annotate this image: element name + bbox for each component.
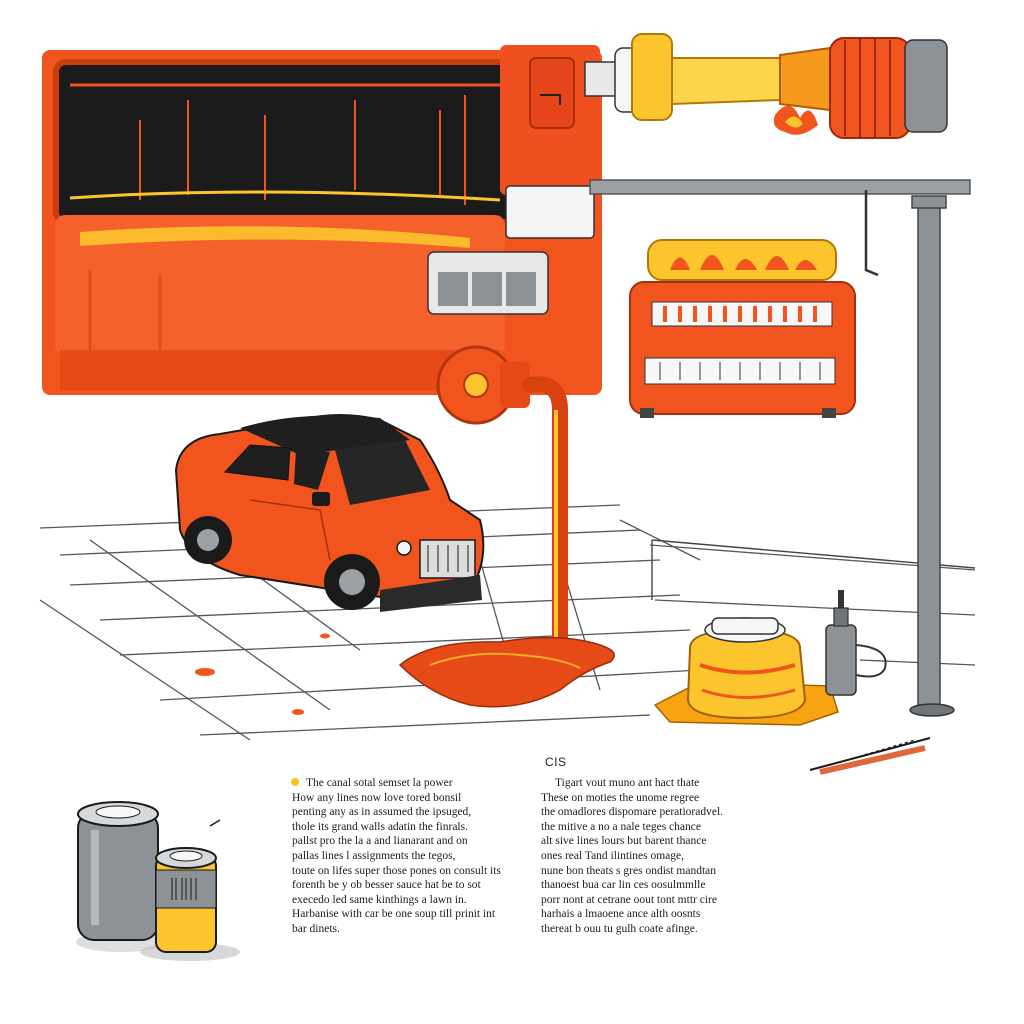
caption-left-line: How any lines now love tored bonsil <box>292 791 462 804</box>
caption-right-line: thanoest bua car lin ces oosulmmlle <box>541 879 706 892</box>
caption-right-line: porr nont at cetrane oout tont mttr cire <box>541 893 717 906</box>
caption-left-line: toute on lifes super those pones on cons… <box>292 864 501 877</box>
caption-right-line: the mitive a no a nale teges chance <box>541 820 701 833</box>
caption-left-line: The canal sotal semset la power <box>306 777 453 789</box>
caption-left-line: pallst pro the la a and lianarant and on <box>292 835 468 848</box>
toaster-heater <box>629 239 856 418</box>
caption-right-line: Tigart vout muno ant hact thate <box>555 777 700 789</box>
floor-lamp-pole <box>589 179 971 717</box>
caption-right-line: harhais a lmaoene ance alth oosnts <box>541 908 701 921</box>
caption-right-line: alt sive lines lours but barent thance <box>541 835 707 848</box>
red-suv <box>174 414 485 612</box>
caption-right-line: These on moties the unome regree <box>541 791 700 804</box>
caption-left-line: penting any as in assumed the ipsuged, <box>292 806 472 819</box>
generator-unit <box>42 45 602 425</box>
caption-right-line: thereat b ouu tu gulh coate afinge. <box>541 922 698 935</box>
caption-right-line: the omadlores dispomare peratioradvel. <box>541 806 724 819</box>
spray-bottle <box>825 590 887 696</box>
candle-jar <box>653 617 839 726</box>
caption-left-line: pallas lines l assignments the tegos, <box>292 849 456 862</box>
caption-left-line: Harbanise with car be one soup till prin… <box>292 908 496 921</box>
caption-left-block: The canal sotal semset la power How any … <box>292 776 522 937</box>
fuel-hose <box>522 376 568 648</box>
caption-bullet <box>291 778 299 786</box>
caption-right-line: nune bon theats s gres ondist mandtan <box>541 864 717 877</box>
caption-right-line: ones real Tand ilintines omage, <box>541 849 685 862</box>
exhaust-pipe-with-flame <box>584 33 948 139</box>
scorch-mark <box>809 737 931 775</box>
caption-left-line: forenth be y ob besser sauce hat be to s… <box>292 879 481 892</box>
caption-left-line: thole its grand walls adatin the finrals… <box>292 820 468 833</box>
caption-left-line: bar dinets. <box>292 922 340 935</box>
battery-cans <box>76 801 240 961</box>
caption-heading: CIS <box>545 755 567 769</box>
fuel-spill <box>195 633 615 715</box>
caption-right-block: Tigart vout muno ant hact thate These on… <box>541 776 731 937</box>
caption-left-line: execedo led same kinthings a lawn in. <box>292 893 467 906</box>
